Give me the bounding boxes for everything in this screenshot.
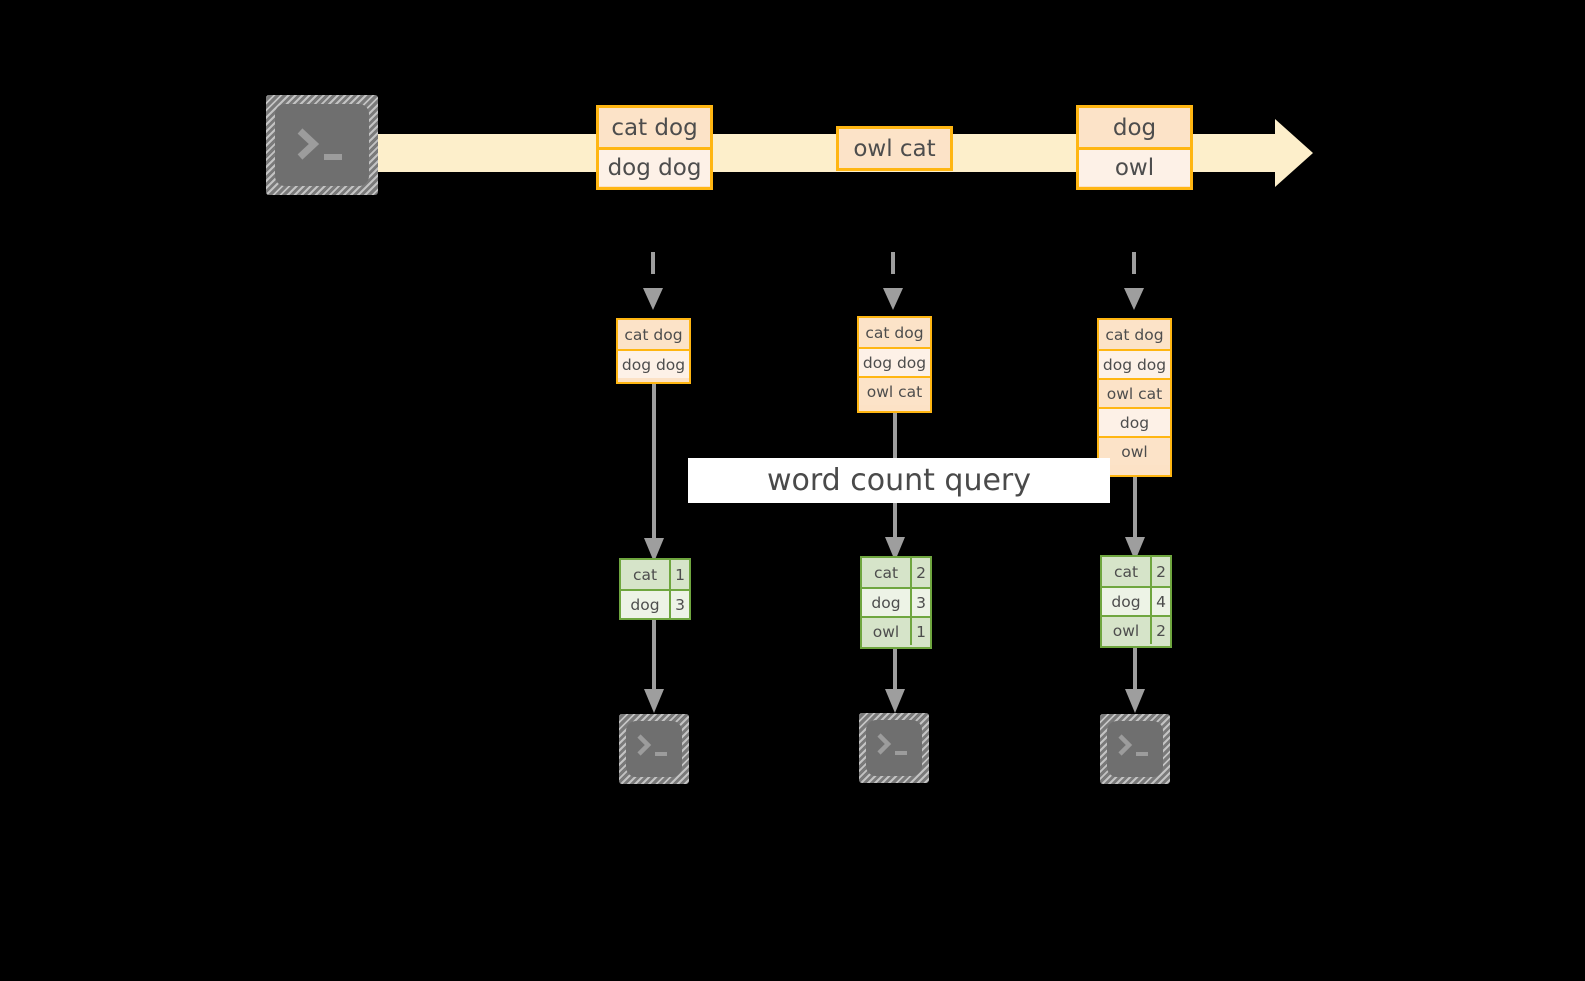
- result-table-2-row-0-word: cat: [862, 558, 910, 587]
- result-table-1-row-1-word: dog: [621, 591, 669, 618]
- buffer-box-1-row-1: dog dog: [618, 349, 689, 378]
- query-label-text: word count query: [766, 463, 1032, 498]
- stream-record-1: cat dog dog dog: [596, 105, 713, 190]
- sink-connector-3: [1125, 648, 1145, 713]
- buffer-box-2-row-0: cat dog: [859, 318, 930, 347]
- sink-terminal-1: [619, 714, 689, 784]
- result-table-1-row-1-count: 3: [669, 591, 689, 618]
- result-table-1-row-0: cat 1: [621, 560, 689, 589]
- result-table-3-row-1: dog 4: [1102, 586, 1170, 615]
- buffer-box-3-row-3: dog: [1099, 407, 1170, 436]
- tap-connector-1: [643, 252, 663, 310]
- result-table-3-row-0: cat 2: [1102, 557, 1170, 586]
- result-table-2-row-2-count: 1: [910, 618, 930, 645]
- result-table-2-row-1: dog 3: [862, 587, 930, 616]
- result-table-3-row-1-count: 4: [1150, 588, 1170, 615]
- source-terminal-body: [275, 104, 369, 186]
- stream-record-3: dog owl: [1076, 105, 1193, 190]
- buffer-box-3-row-2: owl cat: [1099, 378, 1170, 407]
- buffer-box-2-row-1: dog dog: [859, 347, 930, 376]
- stream-record-3-line-1: owl: [1079, 147, 1190, 186]
- result-table-2-row-0-count: 2: [910, 558, 930, 587]
- query-label-banner: word count query: [688, 458, 1110, 503]
- buffer-box-3-row-0: cat dog: [1099, 320, 1170, 349]
- result-table-2-row-2: owl 1: [862, 616, 930, 645]
- query-connector-3: [1125, 477, 1145, 561]
- buffer-box-1: cat dog dog dog: [616, 318, 691, 384]
- buffer-box-3-row-4: owl: [1099, 436, 1170, 465]
- result-table-2-row-0: cat 2: [862, 558, 930, 587]
- result-table-3-row-0-count: 2: [1150, 557, 1170, 586]
- result-table-2-row-2-word: owl: [862, 618, 910, 645]
- result-table-3-row-2: owl 2: [1102, 615, 1170, 644]
- result-table-3-row-2-word: owl: [1102, 617, 1150, 644]
- tap-connector-3: [1124, 252, 1144, 310]
- source-terminal-icon: [266, 95, 378, 195]
- result-table-3: cat 2 dog 4 owl 2: [1100, 555, 1172, 648]
- stream-record-3-line-0: dog: [1079, 108, 1190, 147]
- buffer-box-3-row-1: dog dog: [1099, 349, 1170, 378]
- sink-terminal-1-body: [626, 721, 682, 777]
- result-table-1-row-1: dog 3: [621, 589, 689, 618]
- result-table-1-row-0-count: 1: [669, 560, 689, 589]
- tap-connector-2: [883, 252, 903, 310]
- buffer-box-2-row-2: owl cat: [859, 376, 930, 405]
- buffer-box-2: cat dog dog dog owl cat: [857, 316, 932, 413]
- stream-record-1-line-0: cat dog: [599, 108, 710, 147]
- sink-terminal-2: [859, 713, 929, 783]
- query-connector-1: [644, 384, 664, 562]
- result-table-1-row-0-word: cat: [621, 560, 669, 589]
- result-table-3-row-0-word: cat: [1102, 557, 1150, 586]
- sink-connector-2: [885, 649, 905, 713]
- result-table-2: cat 2 dog 3 owl 1: [860, 556, 932, 649]
- stream-record-1-line-1: dog dog: [599, 147, 710, 186]
- result-table-3-row-1-word: dog: [1102, 588, 1150, 615]
- sink-terminal-2-body: [866, 720, 922, 776]
- stream-record-2: owl cat: [836, 126, 953, 171]
- result-table-1: cat 1 dog 3: [619, 558, 691, 620]
- result-table-2-row-1-count: 3: [910, 589, 930, 616]
- sink-terminal-3-body: [1107, 721, 1163, 777]
- stream-record-2-line-0: owl cat: [839, 129, 950, 168]
- buffer-box-3: cat dog dog dog owl cat dog owl: [1097, 318, 1172, 477]
- result-table-3-row-2-count: 2: [1150, 617, 1170, 644]
- sink-terminal-3: [1100, 714, 1170, 784]
- result-table-2-row-1-word: dog: [862, 589, 910, 616]
- sink-connector-1: [644, 620, 664, 713]
- buffer-box-1-row-0: cat dog: [618, 320, 689, 349]
